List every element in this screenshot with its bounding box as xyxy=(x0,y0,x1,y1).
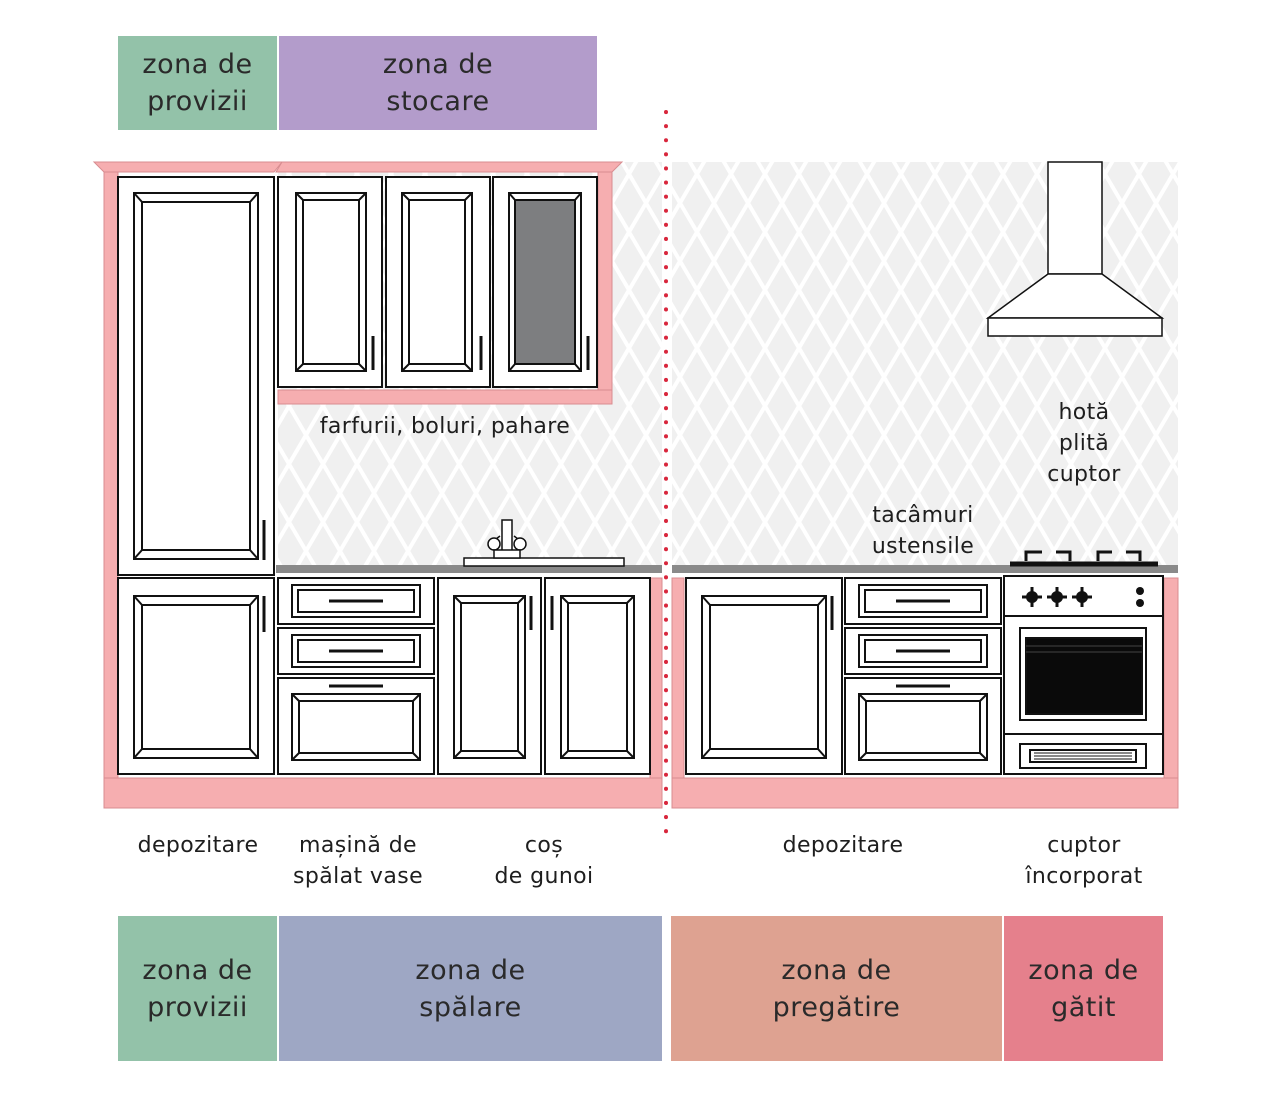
label-trash: coș de gunoi xyxy=(494,833,594,889)
bottom-zone-pregatire-label: zona de pregătire xyxy=(772,954,901,1023)
label-dishwasher: mașină de spălat vase xyxy=(292,833,424,889)
top-zone-provizii-label: zona de provizii xyxy=(142,49,253,117)
bottom-zone-provizii-label: zona de provizii xyxy=(142,954,253,1023)
label-prep-base: depozitare xyxy=(782,833,904,858)
bottom-zone-spalare: zona de spălare xyxy=(279,916,662,1061)
pantry-base-cabinet xyxy=(117,577,275,775)
countertop-left xyxy=(276,565,662,573)
bottom-zone-gatit-label: zona de gătit xyxy=(1028,954,1139,1023)
label-oven: cuptor încorporat xyxy=(1025,833,1143,889)
tall-pantry-cabinet xyxy=(117,176,275,576)
label-pantry-base: depozitare xyxy=(137,833,259,858)
top-zone-stocare: zona de stocare xyxy=(279,36,597,130)
top-zone-provizii: zona de provizii xyxy=(118,36,277,130)
top-zone-stocare-label: zona de stocare xyxy=(382,49,494,117)
label-upper-cabinets: farfurii, boluri, pahare xyxy=(319,414,571,439)
prep-drawers xyxy=(844,577,1002,775)
stove-knobs xyxy=(1022,587,1144,607)
bottom-zone-spalare-label: zona de spălare xyxy=(415,954,526,1023)
bottom-zone-pregatire: zona de pregătire xyxy=(671,916,1002,1061)
trash-cabinet xyxy=(437,577,651,775)
label-prep-drawers: tacâmuri ustensile xyxy=(871,503,975,559)
bottom-zone-provizii: zona de provizii xyxy=(118,916,277,1061)
countertop-right xyxy=(672,565,1178,573)
stove-oven xyxy=(1003,575,1164,775)
cooktop-burners xyxy=(1010,550,1158,567)
dishwasher-cabinet xyxy=(277,577,435,775)
upper-cabinets xyxy=(277,176,598,388)
bottom-zone-gatit: zona de gătit xyxy=(1004,916,1163,1061)
cabinet-frames xyxy=(92,161,1179,809)
range-hood xyxy=(985,161,1165,337)
prep-base-cabinet xyxy=(685,577,843,775)
sink-faucet xyxy=(463,519,625,567)
label-stove: hotă plită cuptor xyxy=(1047,400,1121,487)
